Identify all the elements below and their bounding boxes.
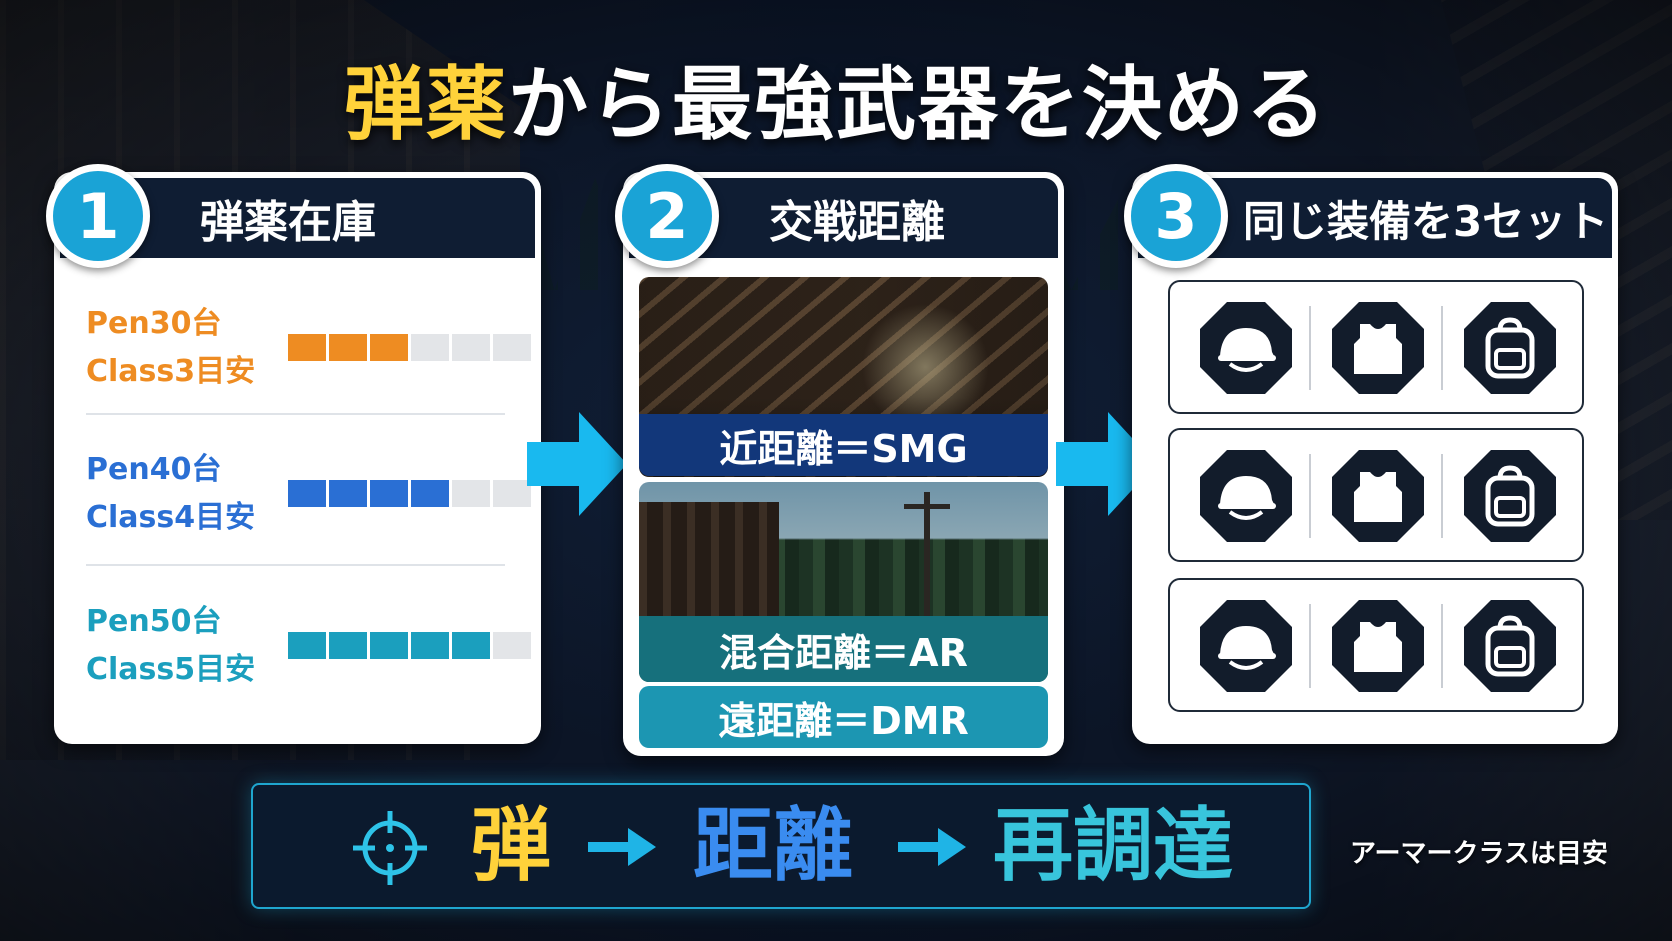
mid-range-label: 混合距離＝AR	[639, 616, 1048, 682]
ammo-label: Pen30台 Class3目安	[86, 300, 255, 396]
bar-segment-filled	[329, 480, 367, 507]
scene-power-pole	[904, 492, 950, 622]
title-rest: から最強武器を決める	[508, 58, 1328, 151]
flow-step-distance: 距離	[693, 799, 853, 892]
gear-set-row	[1168, 578, 1584, 712]
gear-set-row	[1168, 280, 1584, 414]
bar-segment-filled	[288, 480, 326, 507]
flow-arrow-2-icon	[1056, 412, 1156, 516]
flow-arrow-icon	[588, 828, 656, 866]
ammo-row-pen50: Pen50台 Class5目安	[86, 588, 531, 708]
gear-sets-heading: 同じ装備を3セット	[1243, 196, 1609, 246]
gear-separator	[1309, 604, 1311, 688]
bar-segment-filled	[370, 334, 408, 361]
bar-segment-filled	[370, 480, 408, 507]
bar-segment-filled	[329, 632, 367, 659]
title-accent: 弾薬	[344, 58, 508, 151]
bar-segment-empty	[493, 632, 531, 659]
backpack-icon	[1464, 600, 1556, 692]
gear-separator	[1441, 454, 1443, 538]
ammo-stock-panel: 弾薬在庫 1 Pen30台 Class3目安 Pen40台 Class4目安 P…	[46, 164, 541, 744]
step-3-badge: 3	[1124, 164, 1228, 268]
ammo-row-pen40: Pen40台 Class4目安	[86, 436, 531, 556]
flow-arrow-icon	[898, 828, 966, 866]
row-divider	[86, 564, 505, 566]
armor-class-note: アーマークラスは目安	[1350, 839, 1608, 869]
class-value: Class4目安	[86, 500, 256, 535]
pen-value: Pen40台	[86, 452, 222, 487]
bar-segment-empty	[493, 480, 531, 507]
body-armor-icon	[1332, 450, 1424, 542]
gear-set-row	[1168, 428, 1584, 562]
bar-segment-filled	[411, 632, 449, 659]
backpack-icon	[1464, 302, 1556, 394]
ammo-stock-heading: 弾薬在庫	[200, 197, 376, 248]
row-divider	[86, 413, 505, 415]
body-armor-icon	[1332, 600, 1424, 692]
class-value: Class3目安	[86, 354, 256, 389]
gear-separator	[1309, 306, 1311, 390]
gear-separator	[1441, 306, 1443, 390]
class-value: Class5目安	[86, 652, 256, 687]
gear-separator	[1309, 454, 1311, 538]
bar-segment-empty	[411, 334, 449, 361]
long-range-label: 遠距離＝DMR	[639, 686, 1048, 748]
close-range-label: 近距離＝SMG	[639, 414, 1048, 476]
bar-segment-filled	[288, 334, 326, 361]
backpack-icon	[1464, 450, 1556, 542]
summary-flow-box: 弾 距離 再調達	[251, 783, 1311, 909]
flow-step-restock: 再調達	[993, 799, 1233, 892]
bar-segment-filled	[452, 632, 490, 659]
penetration-bar	[288, 632, 531, 659]
penetration-bar	[288, 334, 531, 361]
flow-step-ammo: 弾	[471, 799, 551, 892]
pen-value: Pen30台	[86, 306, 222, 341]
pen-value: Pen50台	[86, 604, 222, 639]
bar-segment-filled	[288, 632, 326, 659]
helmet-icon	[1200, 450, 1292, 542]
bar-segment-filled	[370, 632, 408, 659]
ammo-row-pen30: Pen30台 Class3目安	[86, 290, 531, 410]
bar-segment-empty	[452, 480, 490, 507]
crosshair-icon	[353, 811, 427, 885]
page-title: 弾薬から最強武器を決める	[0, 40, 1672, 156]
engagement-range-panel: 交戦距離 2 近距離＝SMG 混合距離＝AR 遠距離＝DMR	[615, 164, 1064, 756]
flow-arrow-1-icon	[527, 412, 627, 516]
step-2-badge: 2	[615, 164, 719, 268]
bar-segment-filled	[411, 480, 449, 507]
body-armor-icon	[1332, 302, 1424, 394]
gear-separator	[1441, 604, 1443, 688]
bar-segment-empty	[493, 334, 531, 361]
penetration-bar	[288, 480, 531, 507]
bar-segment-filled	[329, 334, 367, 361]
ammo-label: Pen40台 Class4目安	[86, 446, 255, 542]
bar-segment-empty	[452, 334, 490, 361]
ammo-label: Pen50台 Class5目安	[86, 598, 255, 694]
engagement-range-heading: 交戦距離	[769, 197, 945, 248]
helmet-icon	[1200, 600, 1292, 692]
gear-sets-panel: 同じ装備を3セット 3	[1124, 164, 1618, 744]
step-1-badge: 1	[46, 164, 150, 268]
helmet-icon	[1200, 302, 1292, 394]
